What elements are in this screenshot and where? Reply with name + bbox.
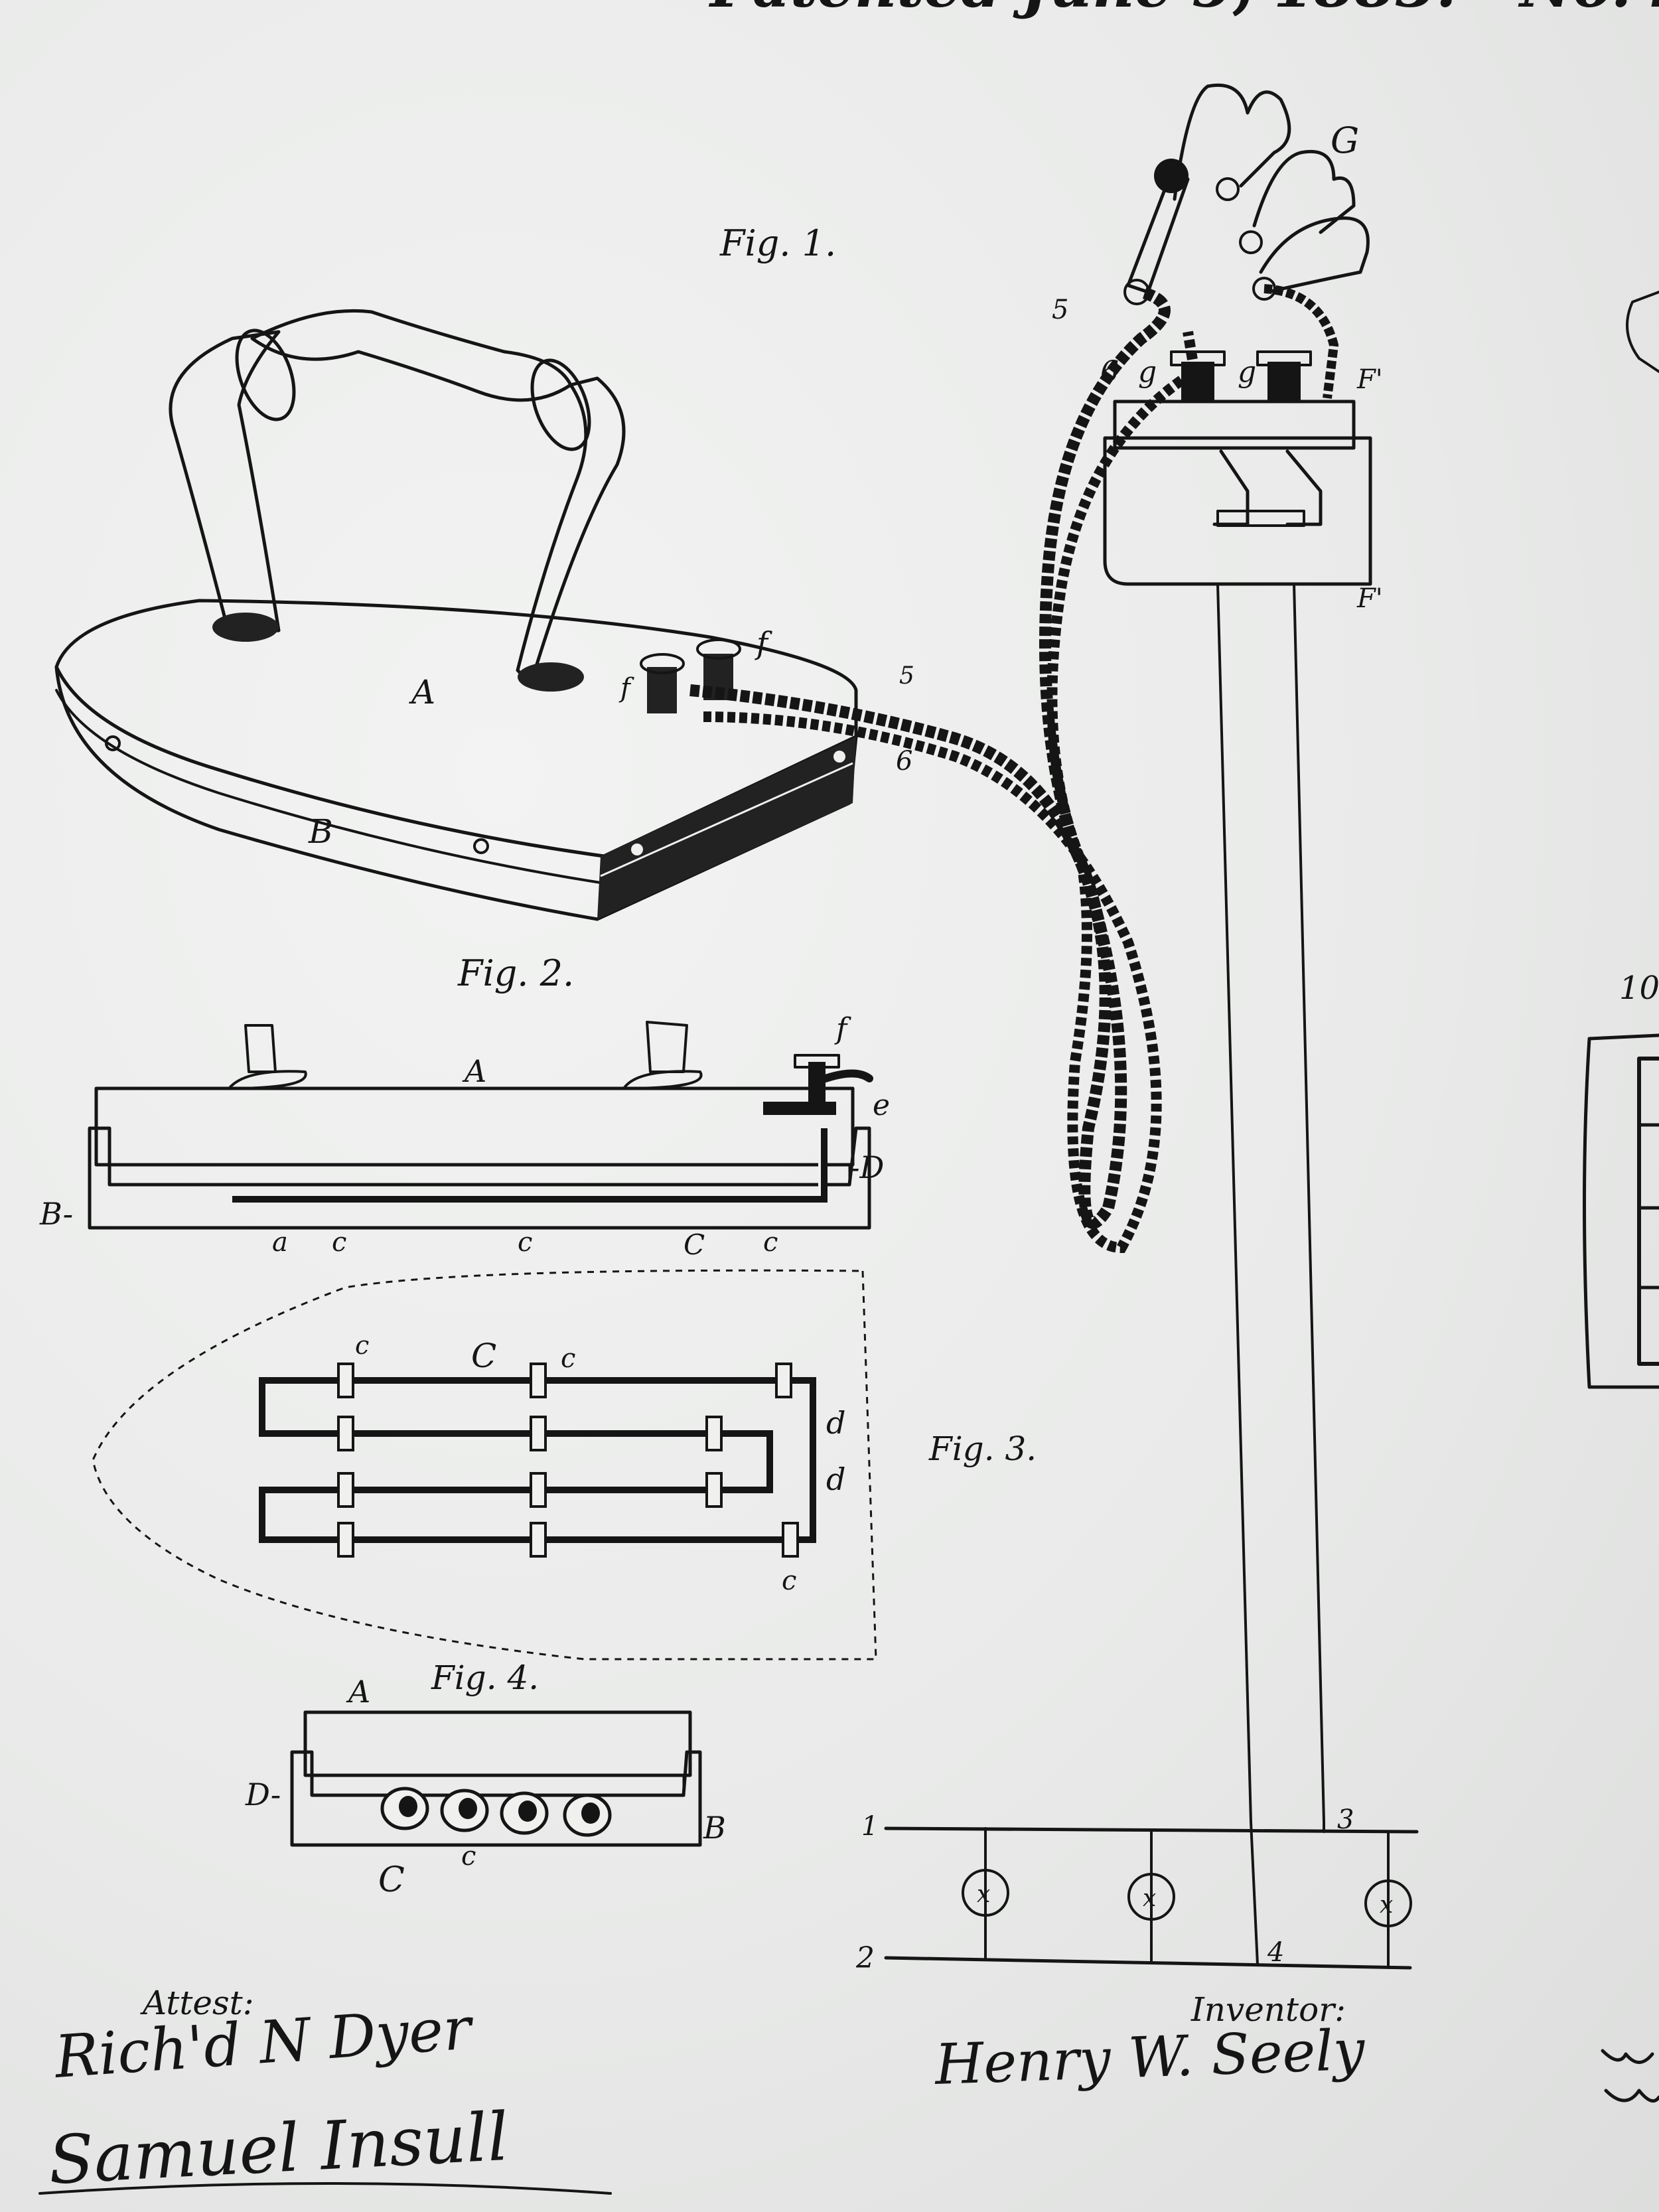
fig4-section: Fig. 4. A D- B C c [245, 1659, 726, 1900]
switch-label-F2: F' [1356, 583, 1383, 614]
fig4-label-C: C [378, 1860, 405, 1900]
fig3-label-C: C [471, 1337, 496, 1375]
inventor-heading: Inventor: [1190, 1990, 1346, 2029]
lamp-2-label: x [1143, 1885, 1156, 1912]
fig2-label-e: e [873, 1088, 890, 1122]
fig3-coil [259, 1377, 816, 1543]
fig3-label-c1: c [355, 1331, 369, 1360]
fig3-label-c3: c [782, 1566, 796, 1596]
attest-block: Attest: Rich'd N Dyer Samuel Insull [38, 1984, 612, 2199]
lamp-3 [1364, 1880, 1412, 1927]
attest-heading: Attest: [140, 1984, 254, 2022]
switch-label-F1: F' [1356, 364, 1383, 395]
switch-label-5: 5 [1052, 295, 1068, 325]
witness-1-signature: Rich'd N Dyer [51, 1994, 476, 2091]
fig2-label-D: -D [849, 1149, 884, 1185]
fig4-title: Fig. 4. [431, 1659, 539, 1697]
fig2-label-a: a [272, 1227, 288, 1258]
fig4-label-D: D- [245, 1777, 281, 1812]
fig1-title: Fig. 1. [719, 222, 836, 264]
fig2-label-A: A [462, 1053, 486, 1089]
fig3-label-c2: c [561, 1343, 575, 1374]
circuit-label-2: 2 [855, 1941, 875, 1975]
fig2-label-c3: c [763, 1227, 778, 1258]
fig4-plate [303, 1710, 692, 1777]
header: Patented June 5, 1883. No. 2 [708, 0, 1659, 21]
fig1-label-5: 5 [899, 662, 914, 690]
right-edge-signature-fragments [1601, 2049, 1659, 2103]
circuit-label-4: 4 [1267, 1937, 1284, 1968]
header-partial-right: No. 2 [1518, 0, 1659, 21]
circuit-label-1: 1 [861, 1811, 878, 1842]
fig2-section: Fig. 2. A B- -D e f a c c C c [39, 952, 890, 1261]
fig1-iron-top [54, 599, 858, 858]
fig1-label-B: B [308, 812, 333, 851]
fig3-outline [92, 1269, 877, 1660]
fig1-label-A: A [409, 673, 435, 711]
fig3-label-d2: d [826, 1461, 845, 1497]
fig4-label-B: B [703, 1810, 726, 1846]
fig3-label-d1: d [826, 1405, 845, 1441]
lamp-2 [1127, 1873, 1175, 1921]
fig2-label-c1: c [332, 1227, 346, 1258]
fig1-cord [689, 286, 1200, 1254]
header-partial-text: Patented June 5, 1883. [708, 0, 1457, 21]
fig1-handle [169, 330, 281, 636]
fig1-iron: Fig. 1. A B f f 5 6 [54, 222, 914, 921]
fig2-label-B: B- [39, 1196, 73, 1232]
inventor-block: Inventor: Henry W. Seely [932, 1990, 1366, 2097]
fig1-label-f: f [755, 625, 772, 661]
fig3-title: Fig. 3. [928, 1430, 1037, 1468]
circuit-label-3: 3 [1337, 1805, 1354, 1835]
fig2-plate [94, 1086, 855, 1167]
right-edge-label: 10 [1619, 970, 1659, 1007]
fig4-label-c: c [461, 1841, 476, 1872]
lamp-3-label: x [1380, 1891, 1393, 1919]
fig2-label-f: f [834, 1012, 851, 1046]
switch-label-g1: g [1138, 355, 1157, 389]
fig3-plan: Fig. 3. C c c c d d [92, 1269, 1037, 1660]
resistance-coils [1173, 83, 1370, 294]
inventor-signature: Henry W. Seely [932, 2017, 1366, 2097]
switch-label-G: G [1331, 119, 1359, 161]
mains-circuit: x x x 1 2 3 4 [855, 1805, 1419, 1975]
fig1-label-f2: f [618, 673, 634, 703]
fig4-label-A: A [346, 1674, 370, 1710]
switchboard: G g g 6 5 F' F' [1052, 83, 1383, 1966]
switch-label-g2: g [1238, 355, 1256, 389]
fig2-title: Fig. 2. [457, 952, 574, 994]
switchboard-block [1113, 400, 1356, 450]
fig1-label-6: 6 [896, 746, 912, 776]
lamp-1 [962, 1869, 1009, 1917]
lamp-1-label: x [977, 1881, 990, 1908]
right-edge-partial-figure: 10 [1583, 291, 1659, 1389]
fig2-label-c2: c [518, 1227, 532, 1258]
switch-label-6: 6 [1100, 355, 1119, 389]
fig2-label-C: C [684, 1228, 705, 1261]
